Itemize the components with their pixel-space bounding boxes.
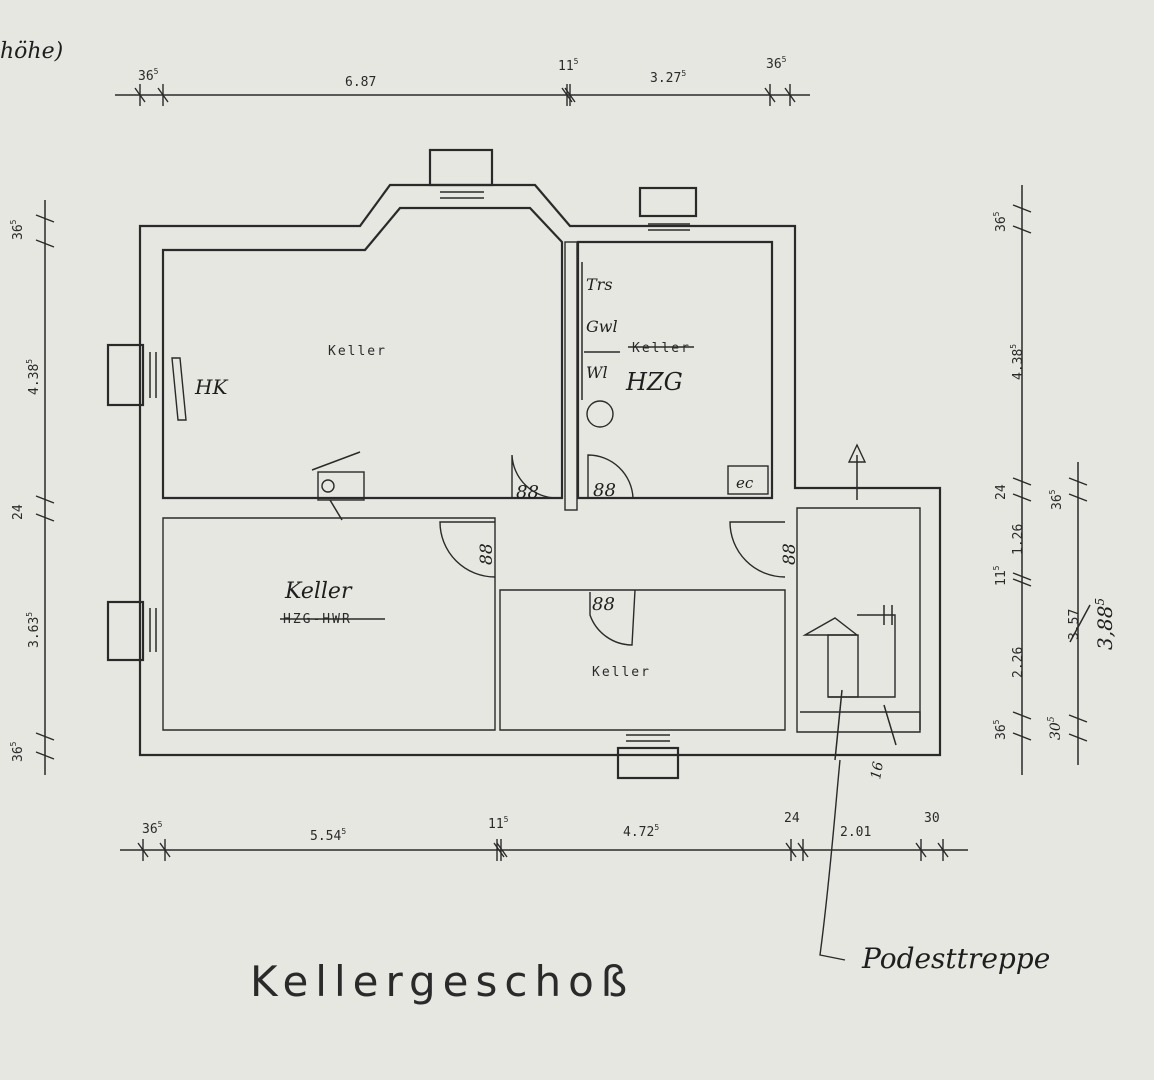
door-label-1: 88 — [516, 482, 539, 503]
dim-bottom-0: 365 — [142, 820, 163, 837]
door-label-2: 88 — [593, 480, 616, 501]
step-count-label: 16 — [868, 760, 887, 780]
dim-right-outer-1: 3,885 — [1093, 598, 1117, 650]
tank-labels: Trs Gwl Wl — [581, 262, 620, 428]
door-label-5: 88 — [592, 594, 615, 615]
dim-bottom-3: 4.725 — [623, 823, 659, 840]
dimension-line-top: 365 6.87 115 3.275 365 — [115, 55, 810, 106]
room-label-hzg: HZG — [625, 368, 683, 396]
radiator-icon — [171, 357, 187, 421]
dim-bottom-1: 5.545 — [310, 827, 346, 844]
tank-label-3: Wl — [586, 363, 608, 382]
room-label-keller-handwritten: Keller — [284, 579, 353, 604]
stair-arrow-icon — [847, 443, 867, 500]
dimension-line-bottom: 365 5.545 115 4.725 24 2.01 30 — [120, 811, 968, 861]
header-note: höhe) — [0, 39, 63, 64]
window-bottom — [616, 746, 680, 780]
staircase — [800, 605, 921, 761]
dim-left-4: 365 — [9, 741, 26, 762]
dim-right-4: 115 — [992, 565, 1009, 586]
dim-right-3: 1.26 — [1011, 524, 1026, 555]
podest-leader — [819, 759, 846, 961]
dimension-line-left: 365 4.385 24 3.635 365 — [9, 200, 55, 775]
walls — [106, 148, 942, 780]
dim-bottom-5: 2.01 — [840, 825, 871, 840]
dim-top-0: 365 — [138, 67, 159, 84]
window-left-top — [106, 343, 145, 407]
dim-left-3: 3.635 — [25, 612, 42, 648]
dim-bottom-2: 115 — [488, 815, 509, 832]
dimension-line-right: 365 4.385 24 1.26 115 2.26 365 — [992, 185, 1032, 775]
door-label-4: 88 — [780, 543, 800, 565]
doors: 88 88 88 88 88 — [439, 454, 800, 646]
dim-right-1: 4.385 — [1009, 344, 1026, 380]
window-left-bottom — [106, 600, 145, 662]
window-top-right — [638, 186, 698, 218]
dimension-line-right-outer: 365 3.57 3,885 305 — [1047, 462, 1117, 765]
tank-label-2: Gwl — [586, 317, 618, 336]
dim-left-1: 4.385 — [25, 359, 42, 395]
door-label-3: 88 — [477, 543, 497, 565]
ec-box — [727, 465, 769, 495]
dim-top-3: 3.275 — [650, 69, 686, 86]
dim-right-struck: 3.57 — [1067, 609, 1082, 640]
room-label-keller-bottom: Keller — [592, 665, 651, 680]
dim-left-2: 24 — [11, 504, 26, 520]
dim-right-5: 2.26 — [1011, 647, 1026, 678]
dim-right-outer-0: 365 — [1048, 489, 1065, 510]
ec-label: ec — [736, 474, 754, 492]
dim-right-6: 365 — [992, 719, 1009, 740]
dim-bottom-4: 24 — [784, 811, 800, 826]
room-label-keller-large: Keller — [328, 344, 387, 359]
window-top-left — [428, 148, 494, 187]
dim-right-2: 24 — [994, 484, 1009, 500]
tank-label-1: Trs — [586, 275, 613, 294]
room-label-hk: HK — [194, 375, 228, 399]
dim-bottom-6: 30 — [924, 811, 940, 826]
dim-top-4: 365 — [766, 55, 787, 72]
meter-icon — [311, 451, 365, 521]
dim-right-0: 365 — [992, 211, 1009, 232]
dim-left-0: 365 — [9, 219, 26, 240]
dim-top-2: 115 — [558, 57, 579, 74]
dim-top-1: 6.87 — [345, 75, 376, 90]
room-label-keller-hzg-struck: Keller — [632, 341, 691, 356]
annotation-podesttreppe: Podesttreppe — [861, 942, 1050, 975]
plan-title: Kellergeschoß — [250, 957, 634, 1006]
dim-right-outer-2: 305 — [1047, 716, 1064, 740]
